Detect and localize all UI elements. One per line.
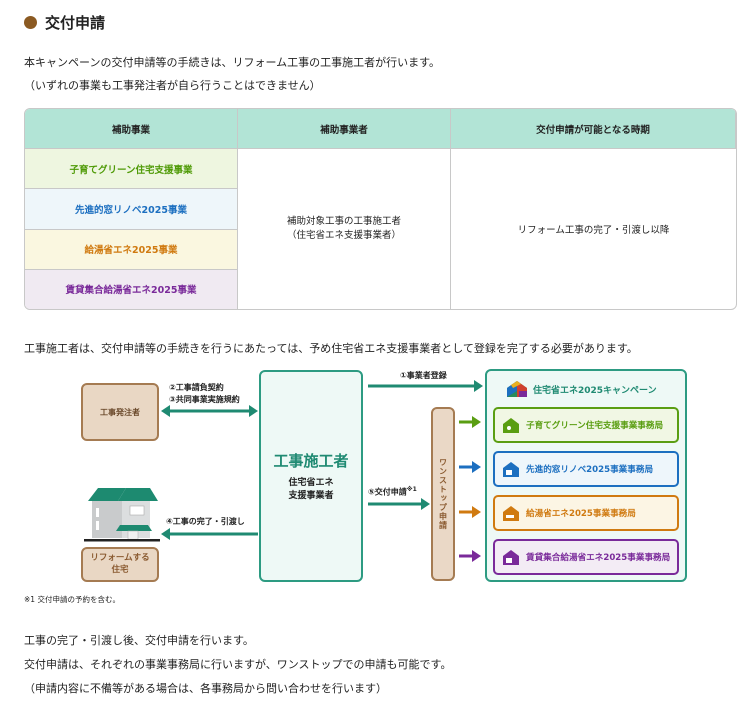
section-heading: 交付申請 <box>24 12 105 33</box>
program-table: 補助事業 補助事業者 交付申請が可能となる時期 子育てグリーン住宅支援事業 先進… <box>24 108 737 310</box>
footnote: ※1 交付申請の予約を含む。 <box>24 595 120 604</box>
program-cell: 給湯省エネ2025事業 <box>25 229 237 270</box>
bullet-icon <box>24 16 37 29</box>
contractor-box: 工事施工者 住宅省エネ 支援事業者 <box>259 370 363 582</box>
middle-text: 工事施工者は、交付申請等の手続きを行うにあたっては、予め住宅省エネ支援事業者とし… <box>24 342 638 355</box>
table-header-program: 補助事業 <box>25 109 238 149</box>
program-cell: 子育てグリーン住宅支援事業 <box>25 149 237 190</box>
apply-label: ⑤交付申請※1 <box>368 486 417 497</box>
program-cell: 賃貸集合給湯省エネ2025事業 <box>25 269 237 309</box>
intro-line-1: 本キャンペーンの交付申請等の手続きは、リフォーム工事の工事施工者が行います。 <box>24 56 441 69</box>
handover-label: ④工事の完了・引渡し <box>166 517 245 526</box>
campaign-title: 住宅省エネ2025キャンペーン <box>507 381 657 397</box>
house-label-box: リフォームする 住宅 <box>81 547 159 582</box>
onestop-box: ワンストップ申請 <box>431 407 455 581</box>
operator-cell: 補助対象工事の工事施工者 （住宅省エネ支援事業者） <box>238 149 451 309</box>
office-box: 賃貸集合給湯省エネ2025事業事務局 <box>493 539 679 575</box>
section-title: 交付申請 <box>45 14 106 32</box>
intro-line-2: （いずれの事業も工事発注者が自ら行うことはできません） <box>24 79 321 92</box>
contractor-subtitle: 住宅省エネ 支援事業者 <box>288 477 334 501</box>
house-rental-icon <box>503 549 519 565</box>
register-label: ①事業者登録 <box>400 371 447 380</box>
contract-label: ②工事請負契約 ③共同事業実施規約 <box>169 383 240 404</box>
right-arrow-icon <box>459 416 481 428</box>
table-header-operator: 補助事業者 <box>238 109 451 149</box>
contractor-title: 工事施工者 <box>273 451 349 470</box>
right-arrow-icon <box>459 461 481 473</box>
right-arrow-icon <box>368 380 483 392</box>
office-box: 子育てグリーン住宅支援事業事務局 <box>493 407 679 443</box>
house-green-icon <box>503 417 519 433</box>
right-arrow-icon <box>368 498 430 510</box>
program-cell: 先進的窓リノベ2025事業 <box>25 189 237 230</box>
outro-line-3: （申請内容に不備等がある場合は、各事務局から問い合わせを行います） <box>24 682 387 695</box>
house-water-heater-icon <box>503 505 519 521</box>
timing-cell: リフォーム工事の完了・引渡し以降 <box>517 225 670 236</box>
right-arrow-icon <box>459 506 481 518</box>
offices-panel: 住宅省エネ2025キャンペーン 子育てグリーン住宅支援事業事務局 先進的窓リノベ… <box>485 369 687 582</box>
outro-line-2: 交付申請は、それぞれの事業事務局に行いますが、ワンストップでの申請も可能です。 <box>24 658 452 671</box>
double-arrow-icon <box>161 405 258 417</box>
client-box: 工事発注者 <box>81 383 159 441</box>
outro-line-1: 工事の完了・引渡し後、交付申請を行います。 <box>24 634 254 647</box>
office-box: 給湯省エネ2025事業事務局 <box>493 495 679 531</box>
table-header-timing: 交付申請が可能となる時期 <box>451 109 736 149</box>
house-icon <box>84 488 160 542</box>
left-arrow-icon <box>161 528 258 540</box>
house-window-icon <box>503 461 519 477</box>
right-arrow-icon <box>459 550 481 562</box>
campaign-logo-icon <box>507 381 527 397</box>
program-column: 子育てグリーン住宅支援事業 先進的窓リノベ2025事業 給湯省エネ2025事業 … <box>25 149 238 309</box>
office-box: 先進的窓リノベ2025事業事務局 <box>493 451 679 487</box>
